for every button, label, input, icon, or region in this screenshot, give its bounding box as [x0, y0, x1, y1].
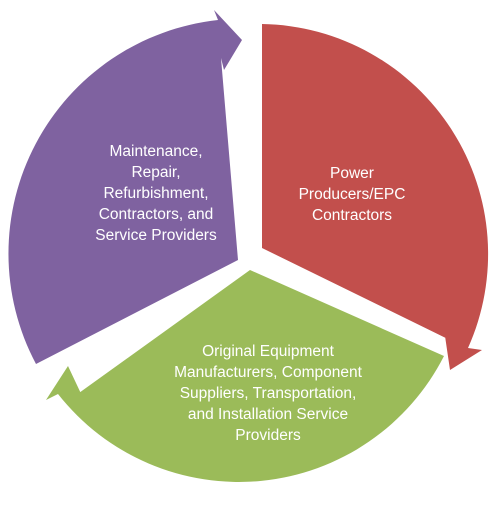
- segment-power-producers: [262, 24, 489, 370]
- segment-maintenance: [8, 10, 242, 364]
- label-equipment-manufacturers: Original Equipment Manufacturers, Compon…: [174, 343, 362, 444]
- label-maintenance-repair: Maintenance, Repair, Refurbishment, Cont…: [95, 143, 217, 244]
- label-power-producers: Power Producers/EPC Contractors: [298, 165, 406, 224]
- segment-equipment-manufacturers: [46, 270, 444, 482]
